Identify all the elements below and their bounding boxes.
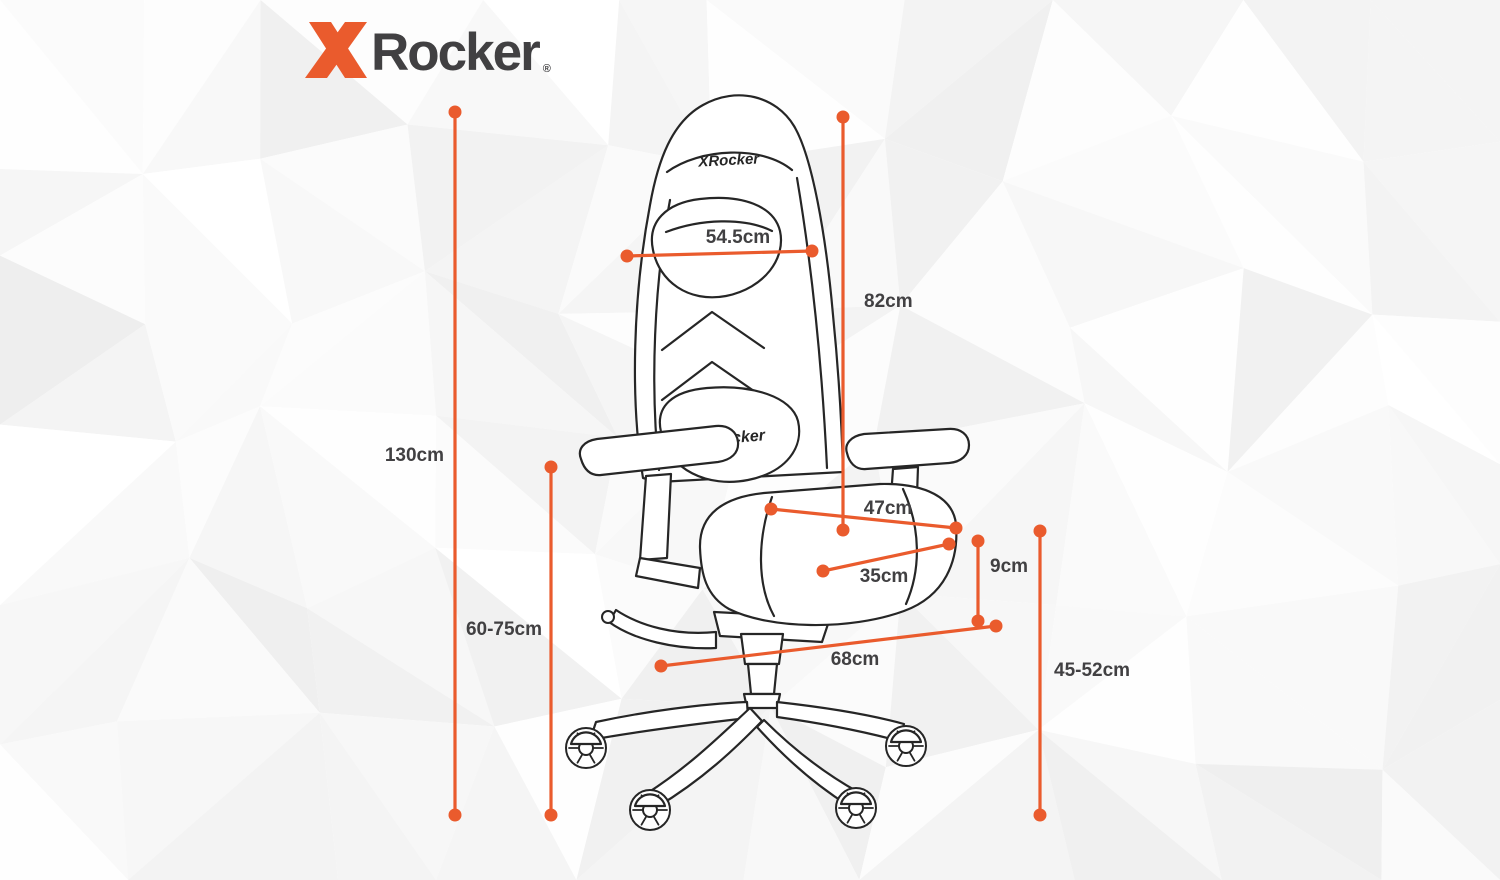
dim-line-backrest-height: [836, 110, 850, 537]
backrest-chevron-1: [660, 310, 766, 352]
backrest-top-seam: [665, 151, 794, 174]
gas-lift-upper: [739, 632, 785, 666]
right-armrest-pad: [845, 427, 971, 471]
dim-line-base-width: [654, 619, 1003, 673]
dim-label-base-width: 68cm: [830, 649, 880, 670]
caster-wheel-left: [564, 726, 608, 770]
dim-label-seat-height-range: 45-52cm: [1054, 660, 1131, 681]
dim-line-seat-depth: [816, 537, 956, 578]
seat-bolster-right: [901, 487, 918, 606]
dim-line-total-height: [448, 105, 462, 822]
dim-label-seat-width: 47cm: [863, 498, 913, 519]
base-hub: [742, 692, 782, 710]
caster-wheel-right: [884, 724, 928, 768]
left-armrest-bracket: [634, 556, 702, 590]
dim-label-backrest-height: 82cm: [864, 291, 913, 312]
dim-label-seat-floor-height: 60-75cm: [465, 619, 542, 640]
brand-name: Rocker: [371, 22, 541, 82]
registered-mark: ®: [542, 63, 551, 75]
dim-label-armrest-gap: 9cm: [990, 556, 1029, 577]
left-armrest-post: [638, 472, 673, 562]
brand-logo: Rocker ®: [305, 22, 551, 82]
x-logo-mark: [305, 22, 367, 78]
backrest-right-wing-line: [795, 176, 829, 470]
dim-line-seat-width: [764, 502, 963, 535]
lever-knob: [601, 610, 615, 624]
left-armrest-pad: [578, 424, 740, 477]
backrest-chevron-2: [660, 360, 766, 402]
dim-line-backrest-width: [620, 244, 819, 263]
dim-label-backrest-width: 54.5cm: [705, 227, 771, 248]
caster-wheel-front-right: [834, 786, 878, 830]
dim-line-seat-floor-height: [544, 460, 558, 822]
dim-label-seat-depth: 35cm: [859, 566, 909, 587]
gas-lift-lower: [746, 662, 779, 696]
dimension-lines: [448, 105, 1047, 822]
headrest-pillow-crease: [664, 220, 774, 234]
dim-line-seat-height-range: [1033, 524, 1047, 822]
chair-illustration: XRocker XRocker: [564, 94, 971, 832]
dim-label-total-height: 130cm: [384, 445, 444, 466]
backrest-brand-text: XRocker: [697, 150, 761, 170]
caster-wheel-front-left: [628, 788, 672, 832]
dim-line-armrest-gap: [971, 534, 985, 628]
